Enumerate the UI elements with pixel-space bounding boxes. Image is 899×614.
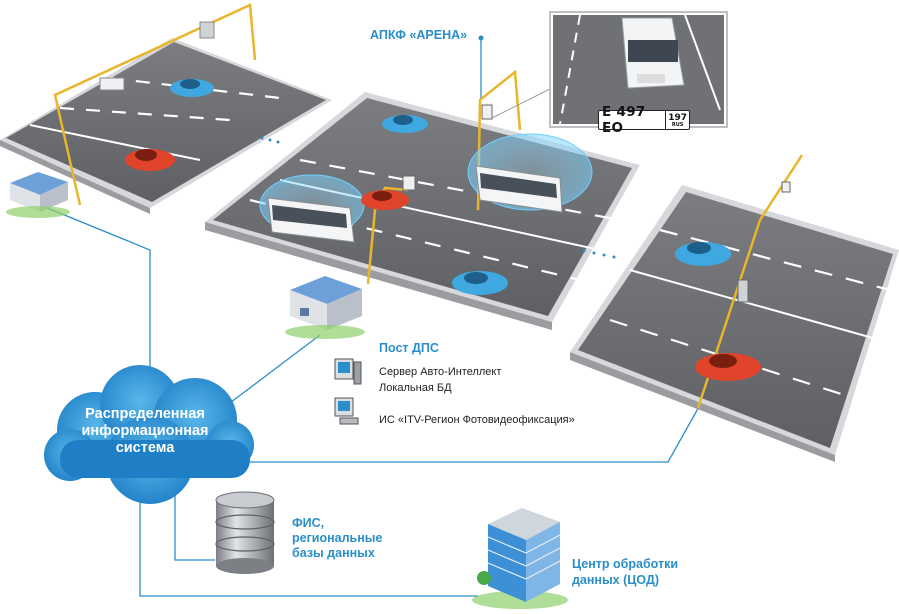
car-red-1 <box>125 149 175 171</box>
cod-label-line-1: Центр обработки <box>572 557 679 571</box>
road-left <box>0 3 332 214</box>
workstation-icon <box>334 397 359 425</box>
apkf-pin <box>478 35 484 41</box>
bus-1 <box>267 197 355 243</box>
road-right <box>570 154 899 462</box>
plate-region: 197 <box>668 112 687 123</box>
car-blue-4 <box>675 242 731 266</box>
is-label: ИС «ITV-Регион Фотовидеофиксация» <box>379 414 575 426</box>
plate-number: E 497 EO <box>602 104 646 136</box>
cod-label-line-2: данных (ЦОД) <box>572 573 660 587</box>
plate-country: RUS <box>671 121 684 128</box>
car-blue-1 <box>170 79 214 97</box>
cloud-icon <box>44 365 254 504</box>
road-center <box>205 69 640 330</box>
car-blue-2 <box>382 115 428 133</box>
car-red-3 <box>695 353 761 381</box>
datacenter-building-icon <box>472 508 568 609</box>
server-icon <box>334 358 362 385</box>
cloud-label-line-3: система <box>115 440 175 456</box>
fis-label-line-3: базы данных <box>292 546 375 560</box>
cloud-label: Распределенная информационная система <box>60 406 230 457</box>
cloud-label-line-2: информационная <box>81 423 209 439</box>
database-icon <box>215 491 275 574</box>
cod-label: Центр обработки данных (ЦОД) <box>572 556 678 588</box>
post-building-icon <box>285 276 365 339</box>
network-lines <box>39 40 701 597</box>
plate-region-box: 197 RUS <box>665 111 689 129</box>
car-blue-3 <box>452 271 508 295</box>
fis-label-line-2: региональные <box>292 531 383 545</box>
road-connector-dots <box>260 136 616 259</box>
camera-snapshot-inset <box>491 11 728 128</box>
fis-label: ФИС, региональные базы данных <box>292 516 382 561</box>
server-label: Сервер Авто-Интеллект <box>379 366 502 378</box>
local-db-label: Локальная БД <box>379 382 452 394</box>
apkf-label: АПКФ «АРЕНА» <box>370 28 468 42</box>
license-plate: E 497 EO 197 RUS <box>598 104 690 136</box>
building-left-icon <box>6 172 70 218</box>
cloud-label-line-1: Распределенная <box>85 406 205 422</box>
fis-label-line-1: ФИС, <box>292 516 325 530</box>
car-red-2 <box>361 190 409 210</box>
bus-2 <box>475 165 563 213</box>
post-label: Пост ДПС <box>379 341 439 355</box>
